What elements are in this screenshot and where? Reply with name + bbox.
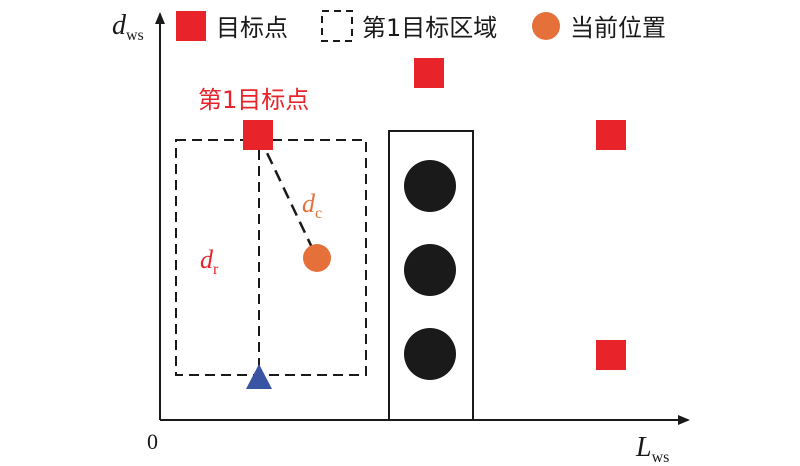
first-target-point: [243, 120, 273, 150]
y-axis-label: dws: [112, 10, 144, 44]
current-position: [303, 244, 331, 272]
black-circle-icon: [404, 244, 456, 296]
dc-label: dc: [302, 189, 322, 222]
legend: 目标点 第1目标区域 当前位置: [176, 10, 666, 42]
dashed-rectangle-icon: [321, 10, 353, 42]
origin-label: 0: [147, 429, 158, 454]
red-square-icon: [176, 11, 206, 41]
black-circle-icon: [404, 328, 456, 380]
dc-line: [257, 135, 318, 257]
first-target-region: [175, 139, 367, 376]
legend-target-label: 目标点: [216, 14, 288, 42]
target-point-right-bottom: [596, 340, 626, 370]
obstacle-box: [388, 130, 474, 421]
first-target-point-label: 第1目标点: [198, 86, 309, 114]
target-point-right-top: [596, 120, 626, 150]
black-circle-icon: [404, 160, 456, 212]
x-axis-label: Lws: [635, 432, 669, 466]
orange-circle-icon: [532, 12, 560, 40]
legend-current-label: 当前位置: [570, 14, 666, 42]
dr-label: dr: [200, 245, 219, 278]
target-point-top: [414, 58, 444, 88]
legend-region-label: 第1目标区域: [362, 14, 497, 42]
blue-triangle-icon: [246, 364, 272, 389]
